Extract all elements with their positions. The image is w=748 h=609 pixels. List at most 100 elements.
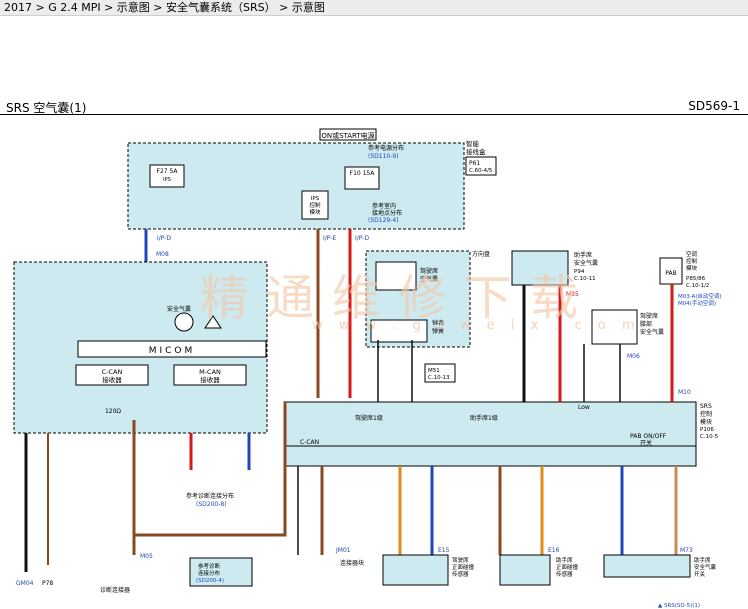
pab-sw-label2: 安全气囊 [694, 563, 717, 571]
airbag-icon-label: 安全气囊 [167, 305, 191, 313]
driver-airbag-box [375, 261, 417, 291]
resistor-label: 120Ω [105, 408, 121, 415]
conn-e16: E16 [548, 547, 560, 554]
sensor-right-label3: 传感器 [556, 570, 573, 578]
ground-ref: P78 [42, 580, 53, 587]
fuse-f10-label: F10 15A [350, 170, 376, 177]
ref-ground-2: 接地点分布 [372, 209, 402, 217]
sensor-right-label1: 助手席 [556, 556, 573, 564]
diag-dist2-2: 连接分布 [198, 569, 221, 577]
ips-label-2: 控制 [309, 201, 321, 209]
srs-ref: P106 [700, 427, 714, 433]
ips-module [301, 190, 329, 220]
conn-m06: M06 [627, 353, 640, 360]
conn-ipd-1: I/P-D [157, 235, 171, 242]
conn-m73: M73 [680, 547, 693, 554]
srs-lower-strip [283, 445, 697, 467]
driver-stage1: 驾驶席1级 [355, 414, 383, 422]
watermark-url: w w w . g z w e i x . c o m [312, 318, 641, 333]
ground-label: GM04 [16, 580, 34, 587]
sensor-right [499, 554, 551, 586]
knee-label-3: 安全气囊 [640, 328, 664, 336]
pass-stage1: 助手席1级 [470, 414, 498, 422]
sensor-right-label2: 正面碰撞 [556, 563, 579, 571]
breadcrumb: 2017 > G 2.4 MPI > 示意图 > 安全气囊系统（SRS） > 示… [0, 0, 748, 16]
on-start-box [319, 128, 377, 141]
clock-spring-box [370, 319, 428, 343]
steering-wheel-label: 方向盘 [472, 250, 490, 258]
ccan-receiver [75, 364, 149, 386]
header-divider [0, 114, 748, 115]
pab-ref1: P85/86 [686, 276, 706, 282]
page-code: SD569-1 [688, 99, 740, 113]
fuse-f27-label: F27 5A [157, 168, 179, 175]
watermark: 精通维修下载 [200, 270, 597, 326]
conn-ipd-2: I/P-D [355, 235, 369, 242]
pass-airbag-label2: 安全气囊 [574, 259, 598, 267]
diag-connector-label: 诊断连接器 [100, 586, 130, 594]
mcan-label-2: 接收器 [200, 375, 220, 384]
pab-sw-label1: 助手席 [694, 556, 711, 564]
ccan-label-1: C-CAN [102, 368, 123, 376]
srs-module-strip [283, 401, 697, 447]
ips-label-1: IPS [311, 196, 320, 202]
pab-module-1: 空调 [686, 250, 698, 258]
conn-m10: M10 [678, 389, 691, 396]
pab-module-2: 控制 [686, 257, 698, 265]
sensor-left-label3: 传感器 [452, 570, 469, 578]
conn-e15: E15 [438, 547, 450, 554]
pab-module-3: 模块 [686, 264, 698, 272]
fuse-f10 [344, 166, 380, 190]
ref-power-dist-code: (SD110-9) [368, 153, 399, 160]
ccan-label-2: 接收器 [102, 375, 122, 384]
on-start-label: ON或START电源 [321, 131, 374, 140]
smart-junction-label: 智能 [466, 139, 480, 148]
pass-airbag-ref1: P94 [574, 269, 585, 275]
warning-triangle-icon [204, 315, 222, 329]
conn-m08: M08 [156, 251, 169, 258]
conn-jm01: JM01 [335, 547, 351, 554]
ips-label-3: 模块 [309, 208, 321, 216]
srs-module-label: SRS [700, 403, 712, 410]
driver-airbag-label1: 驾驶席 [420, 267, 438, 275]
clock-spring-label2: 弹簧 [432, 327, 444, 335]
knee-label-2: 膝部 [640, 320, 652, 328]
sensor-left-label2: 正面碰撞 [452, 563, 475, 571]
pass-airbag-ref2: C.10-11 [574, 276, 596, 282]
ref-ground-1: 参考室内 [372, 202, 396, 210]
clock-spring-label: 钟表 [432, 319, 444, 327]
low-label: Low [578, 404, 590, 411]
sensor-left [382, 554, 449, 586]
fuse-f27 [149, 164, 185, 188]
clock-ref1: M51 [428, 368, 440, 374]
pab-ref-manual: M04(手动空调) [678, 299, 716, 307]
diag-dist2-code: (SD200-4) [196, 578, 224, 584]
diag-dist-label: 参考诊断连接分布 [186, 492, 234, 500]
smart-junction-label2: 接线盒 [466, 147, 486, 156]
mcan-receiver [173, 364, 247, 386]
pass-airbag-label1: 助手席 [574, 251, 592, 259]
driver-airbag-label2: 空气囊 [420, 275, 438, 283]
pab-switch-box [603, 554, 691, 578]
cutoff-label: ▲ SRS(SD-5)(1) [658, 603, 700, 609]
micom-label: MICOM [149, 346, 196, 356]
srs-module-label2: 控制 [700, 410, 712, 418]
pab-ref2: C.10-1/2 [686, 283, 709, 289]
fuse-f27-sub: IPS [163, 177, 171, 183]
pab-sw-label3: 开关 [694, 570, 706, 578]
clock-ref2: C.10-13 [428, 375, 450, 381]
pab-onoff-label: PAB ON/OFF [630, 433, 667, 440]
srs-module-label3: 模块 [700, 418, 712, 426]
page-title: SRS 空气囊(1) [6, 101, 87, 115]
conn-m05: M05 [140, 553, 153, 560]
mcan-label-1: M-CAN [199, 368, 221, 376]
micom-block [77, 340, 267, 358]
conn-m35: M35 [566, 291, 579, 298]
pab-ref-ac: M03-A(自动空调) [678, 292, 722, 300]
diag-dist-code: (SD200-8) [196, 501, 227, 508]
ccan-strip: C-CAN [300, 439, 319, 446]
joint-conn-label: 连接器块 [340, 559, 364, 567]
airbag-warning-icon [174, 312, 194, 332]
pass-airbag-box [511, 250, 569, 286]
smart-junction-ref2: C.60-4/5 [469, 168, 493, 174]
